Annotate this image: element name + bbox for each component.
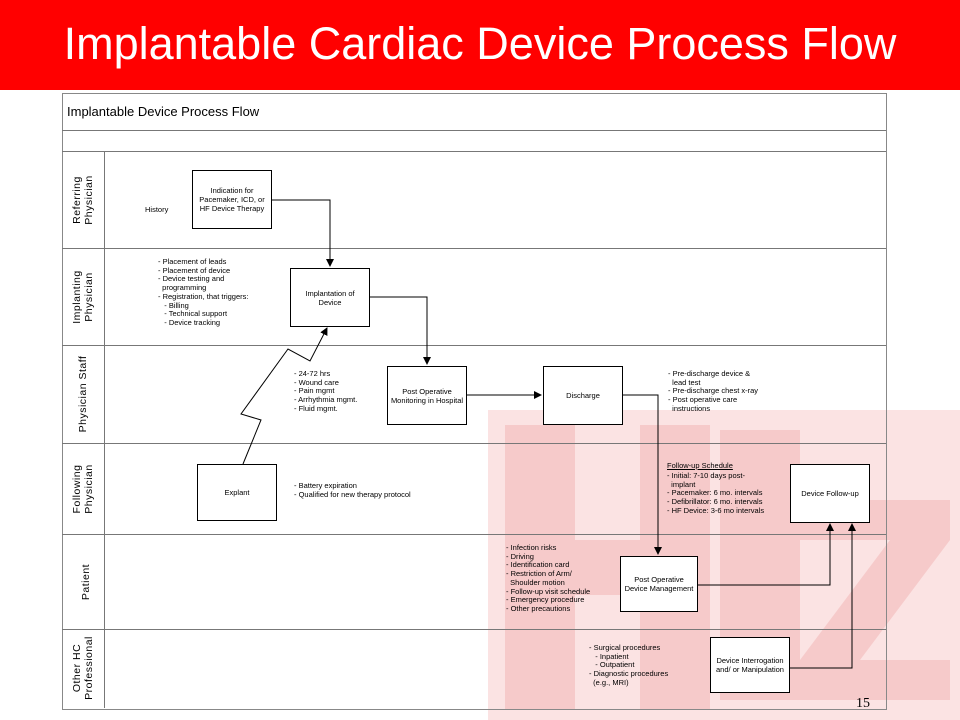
explant-box: Explant bbox=[197, 464, 277, 521]
page-number: 15 bbox=[856, 696, 870, 711]
other-hc-notes: - Surgical procedures - Inpatient - Outp… bbox=[589, 643, 669, 687]
arrow-indication-to-implantation bbox=[272, 199, 334, 267]
device-interrogation-box: Device Interrogation and/ or Manipulatio… bbox=[710, 637, 790, 693]
label-column-divider bbox=[104, 151, 105, 708]
lane-divider bbox=[62, 629, 886, 630]
followup-schedule-title: Follow-up Schedule bbox=[667, 461, 733, 470]
lane-divider bbox=[62, 248, 886, 249]
explant-notes: - Battery expiration - Qualified for new… bbox=[294, 481, 411, 499]
staff-notes: - 24-72 hrs - Wound care - Pain mgmt - A… bbox=[294, 369, 358, 413]
lane-divider bbox=[62, 345, 886, 346]
history-note: History bbox=[145, 205, 169, 214]
implanting-notes: - Placement of leads - Placement of devi… bbox=[158, 257, 249, 327]
arrow-explant-to-implantation bbox=[240, 327, 328, 465]
post-op-management-box: Post Operative Device Management bbox=[620, 556, 698, 612]
lane-divider bbox=[62, 534, 886, 535]
header-divider bbox=[62, 130, 886, 131]
arrow-interrogation-to-followup bbox=[790, 523, 856, 669]
discharge-box: Discharge bbox=[543, 366, 623, 425]
implantation-box: Implantation of Device bbox=[290, 268, 370, 327]
arrow-management-to-followup bbox=[698, 523, 834, 586]
title-bar bbox=[0, 0, 960, 90]
lane-divider bbox=[62, 443, 886, 444]
header-divider-2 bbox=[62, 151, 886, 152]
discharge-notes: - Pre-discharge device & lead test - Pre… bbox=[668, 369, 759, 413]
diagram-frame bbox=[62, 93, 887, 710]
patient-notes: - Infection risks - Driving - Identifica… bbox=[506, 543, 591, 613]
arrow-discharge-to-management bbox=[623, 394, 662, 555]
post-op-monitoring-box: Post Operative Monitoring in Hospital bbox=[387, 366, 467, 425]
arrow-implantation-to-monitoring bbox=[370, 296, 431, 365]
diagram-header: Implantable Device Process Flow bbox=[67, 104, 260, 119]
slide-title: Implantable Cardiac Device Process Flow bbox=[63, 18, 897, 69]
indication-box: Indication for Pacemaker, ICD, or HF Dev… bbox=[192, 170, 272, 229]
device-follow-up-box: Device Follow-up bbox=[790, 464, 870, 523]
followup-schedule-notes: - Initial: 7-10 days post- implant - Pac… bbox=[667, 471, 765, 515]
